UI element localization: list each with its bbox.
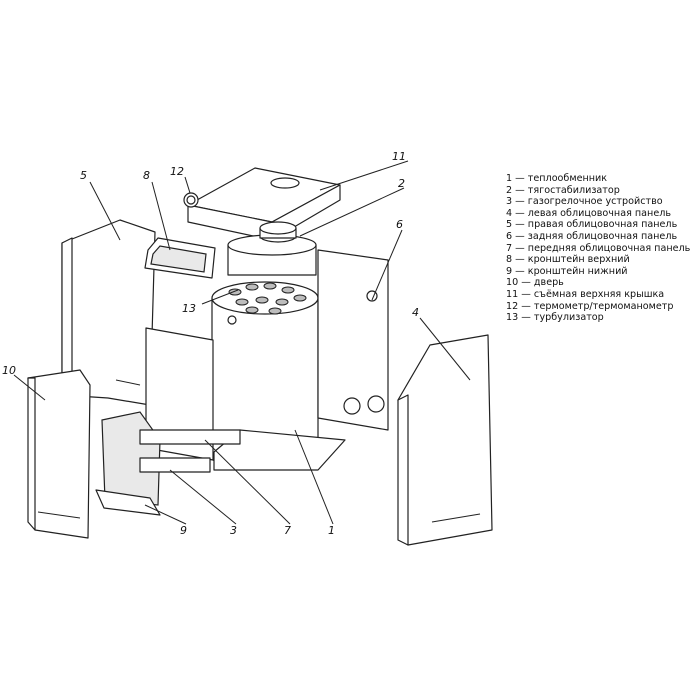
callout-5: 5	[80, 169, 87, 182]
callout-12: 12	[170, 165, 184, 178]
legend-item: 2 — тягостабилизатор	[506, 184, 620, 196]
thermometer	[183, 192, 199, 208]
callout-9: 9	[180, 524, 187, 537]
callout-11: 11	[392, 150, 406, 163]
upper-bracket	[144, 237, 216, 279]
legend-item: 3 — газогрелочное устройство	[506, 196, 663, 208]
legend-item: 4 — левая облицовочная панель	[506, 207, 672, 219]
callout-4: 4	[412, 306, 419, 319]
front-cladding-panel	[145, 327, 214, 461]
legend-item: 5 — правая облицовочная панель	[506, 219, 678, 231]
legend-item: 8 — кронштейн верхний	[506, 254, 630, 266]
callout-10: 10	[2, 364, 16, 377]
callout-2: 2	[398, 177, 405, 190]
legend-item: 11 — съёмная верхняя крышка	[506, 288, 665, 300]
callout-6: 6	[396, 218, 403, 231]
legend-item: 7 — передняя облицовочная панель	[506, 242, 691, 254]
legend-item: 13 — турбулизатор	[506, 312, 604, 324]
callout-3: 3	[230, 524, 237, 537]
callout-8: 8	[143, 169, 150, 182]
legend-item: 10 — дверь	[506, 277, 564, 289]
back-cladding-panel	[317, 249, 389, 431]
left-cladding-panel	[397, 334, 493, 546]
callout-7: 7	[284, 524, 291, 537]
leader-lines	[13, 160, 471, 525]
legend-item: 1 — теплообменник	[506, 173, 608, 184]
legend-item: 12 — термометр/термоманометр	[506, 300, 674, 312]
parts-legend: 1 — теплообменник 2 — тягостабилизатор 3…	[506, 173, 690, 324]
callout-1: 1	[328, 524, 335, 537]
legend-item: 9 — кронштейн нижний	[506, 265, 628, 277]
legend-item: 6 — задняя облицовочная панель	[506, 230, 678, 242]
callout-13: 13	[182, 302, 196, 315]
door	[27, 369, 91, 539]
gas-burner-device	[95, 411, 241, 516]
